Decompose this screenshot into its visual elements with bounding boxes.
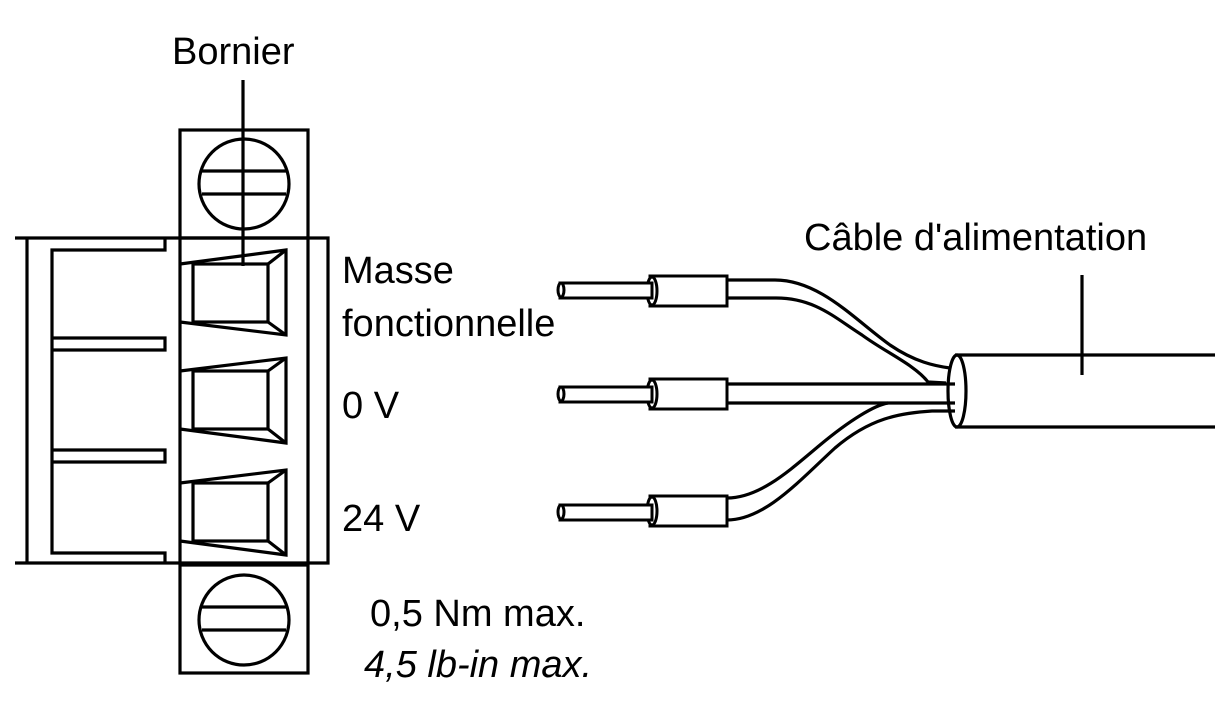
functional-ground-label-line2: fonctionnelle [342, 303, 555, 345]
terminal-block-label: Bornier [172, 31, 295, 73]
functional-ground-label-line1: Masse [342, 250, 454, 292]
ferrule-3 [648, 494, 729, 528]
terminal-opening-2 [179, 356, 288, 445]
twenty-four-volt-label: 24 V [342, 498, 421, 540]
ferrule-2 [648, 377, 729, 411]
wire-tip-3 [558, 503, 654, 522]
housing-inner [50, 238, 167, 563]
zero-volt-label: 0 V [342, 385, 400, 427]
wire-tip-1 [558, 281, 654, 300]
terminal-opening-1 [179, 248, 288, 337]
terminal-block [15, 80, 330, 675]
conductor-24v [556, 401, 955, 528]
power-cable-label: Câble d'alimentation [804, 217, 1147, 259]
screw-bottom-icon [197, 573, 291, 667]
housing-rib-2 [52, 448, 167, 464]
conductor-0v [556, 377, 955, 411]
torque-nm-label: 0,5 Nm max. [370, 593, 585, 635]
housing-outline [15, 236, 330, 565]
power-cable [556, 274, 1215, 528]
torque-lbin-label: 4,5 lb-in max. [364, 644, 592, 686]
conductor-functional-ground [556, 274, 951, 385]
wire-tip-2 [558, 385, 654, 404]
housing-rib-1 [52, 336, 167, 352]
cable-jacket [946, 353, 1215, 429]
terminal-opening-3 [179, 468, 288, 557]
ferrule-1 [648, 274, 729, 308]
